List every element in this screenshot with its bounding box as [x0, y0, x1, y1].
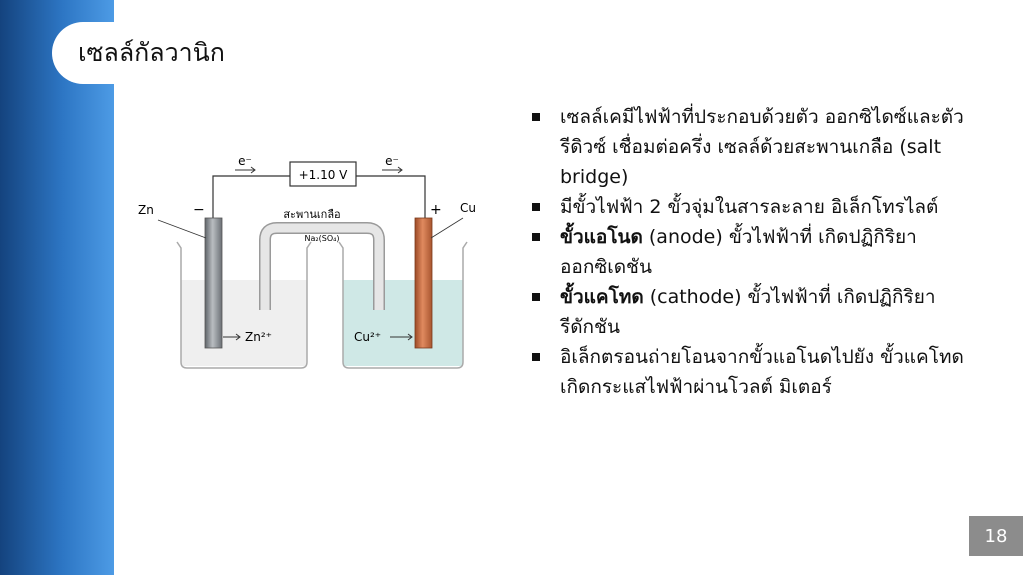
galvanic-cell-diagram: +1.10 V e⁻ e⁻ สะพานเกลือ Na₂(SO₄) Zn − C…: [138, 154, 476, 369]
plus-sign: +: [430, 202, 442, 218]
bullet-item: เซลล์เคมีไฟฟ้าที่ประกอบด้วยตัว ออกซิไดซ์…: [530, 102, 970, 192]
electron-arrow-left-icon: [235, 166, 256, 174]
cathode-label: Cu: [460, 201, 476, 215]
zinc-electrode: [204, 217, 223, 349]
electron-label-right: e⁻: [385, 154, 399, 168]
electron-arrow-right-icon: [382, 166, 403, 174]
voltmeter: [289, 161, 357, 187]
ion-arrow-left-icon: [223, 333, 241, 341]
bullet-item: มีขั้วไฟฟ้า 2 ขั้วจุ่มในสารละลาย อิเล็กโ…: [530, 192, 970, 222]
bullet-item: ขั้วแคโทด (cathode) ขั้วไฟฟ้าที่ เกิดปฏิ…: [530, 282, 970, 342]
salt-bridge-label: สะพานเกลือ: [283, 208, 340, 221]
bullet-square-icon: [532, 353, 540, 361]
bullet-square-icon: [532, 203, 540, 211]
sidebar-accent: [0, 0, 114, 575]
minus-sign: −: [193, 202, 205, 218]
page-number: 18: [969, 516, 1023, 556]
bullet-list: เซลล์เคมีไฟฟ้าที่ประกอบด้วยตัว ออกซิไดซ์…: [530, 102, 970, 402]
title-pill: เซลล์กัลวานิก: [52, 22, 472, 84]
bullet-item: อิเล็กตรอนถ่ายโอนจากขั้วแอโนดไปยัง ขั้วแ…: [530, 342, 970, 402]
beaker-left: [176, 241, 312, 369]
bullet-item: ขั้วแอโนด (anode) ขั้วไฟฟ้าที่ เกิดปฏิกิ…: [530, 222, 970, 282]
copper-electrode: [414, 217, 433, 349]
bullet-square-icon: [532, 233, 540, 241]
bullet-square-icon: [532, 293, 540, 301]
voltage-reading: +1.10 V: [299, 168, 349, 182]
anode-label: Zn: [138, 203, 154, 217]
copper-ion-label: Cu²⁺: [354, 330, 381, 344]
anode-pointer: [157, 219, 207, 239]
salt-formula: Na₂(SO₄): [305, 234, 340, 243]
electron-label-left: e⁻: [238, 154, 252, 168]
solution-right: [343, 280, 463, 366]
beaker-right: [338, 241, 468, 369]
cathode-pointer: [430, 217, 464, 239]
zinc-ion-label: Zn²⁺: [245, 330, 272, 344]
ion-arrow-right-icon: [390, 333, 413, 341]
bullet-square-icon: [532, 113, 540, 121]
solution-left: [181, 280, 307, 366]
slide-title: เซลล์กัลวานิก: [78, 38, 225, 67]
